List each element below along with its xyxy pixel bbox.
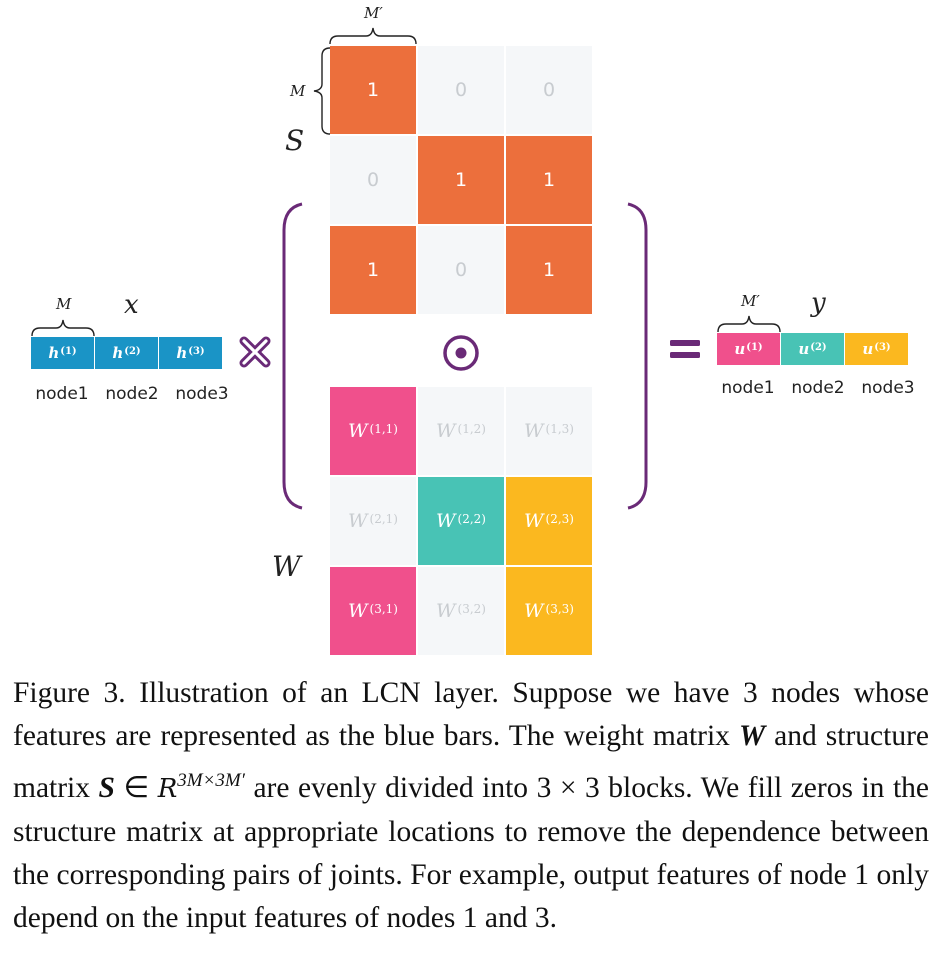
- weight-matrix-label: W: [272, 550, 301, 583]
- caption-part-1: Figure 3. Illustration of an LCN layer. …: [13, 677, 929, 753]
- output-node-label-2: node2: [791, 378, 845, 398]
- left-bracket: [282, 202, 303, 510]
- input-segment-3: h(3): [159, 337, 222, 369]
- hadamard-product-icon: [443, 335, 479, 371]
- w-cell-1-1: W(1,1): [330, 387, 416, 475]
- input-width-label: M: [56, 295, 72, 313]
- caption-weight-symbol: W: [738, 720, 766, 753]
- output-vector-label: y: [811, 288, 826, 318]
- w-cell-2-3: W(2,3): [506, 477, 592, 565]
- caption-part-2: and structure matrix: [13, 720, 929, 804]
- input-segment-2: h(2): [95, 337, 158, 369]
- w-cell-3-3: W(3,3): [506, 567, 592, 655]
- output-segment-2: u(2): [781, 333, 844, 365]
- output-width-label: M′: [741, 292, 760, 310]
- row-brace: [313, 47, 331, 135]
- w-cell-3-1: W(3,1): [330, 567, 416, 655]
- caption-in-symbol: ∈: [114, 771, 158, 804]
- caption-dimension-superscript: 3M×3M′: [177, 769, 245, 791]
- s-cell-1-3: 0: [506, 46, 592, 134]
- s-cell-3-1: 1: [330, 226, 416, 314]
- input-segment-1: h(1): [31, 337, 94, 369]
- input-node-label-3: node3: [175, 384, 229, 404]
- input-node-label-1: node1: [35, 384, 89, 404]
- s-cell-3-2: 0: [418, 226, 504, 314]
- s-cell-1-1: 1: [330, 46, 416, 134]
- structure-matrix-label: S: [285, 124, 305, 157]
- structure-matrix-col-label: M′: [364, 4, 383, 22]
- input-brace: [31, 319, 95, 337]
- output-brace: [717, 315, 781, 333]
- s-cell-2-1: 0: [330, 136, 416, 224]
- w-cell-1-3: W(1,3): [506, 387, 592, 475]
- multiply-icon: [239, 336, 271, 368]
- w-cell-2-1: W(2,1): [330, 477, 416, 565]
- w-cell-2-2: W(2,2): [418, 477, 504, 565]
- output-node-label-1: node1: [721, 378, 775, 398]
- output-segment-3: u(3): [845, 333, 908, 365]
- col-brace: [329, 27, 417, 45]
- output-segment-1: u(1): [717, 333, 780, 365]
- w-cell-3-2: W(3,2): [418, 567, 504, 655]
- structure-matrix-row-label: M: [290, 82, 306, 100]
- s-cell-1-2: 0: [418, 46, 504, 134]
- s-cell-3-3: 1: [506, 226, 592, 314]
- s-cell-2-2: 1: [418, 136, 504, 224]
- caption-part-3: are evenly divided into 3 × 3 blocks. We…: [13, 771, 929, 935]
- w-cell-1-2: W(1,2): [418, 387, 504, 475]
- equals-icon: [670, 340, 700, 358]
- right-bracket: [627, 202, 648, 510]
- figure-caption: Figure 3. Illustration of an LCN layer. …: [13, 672, 929, 941]
- caption-real-space-symbol: R: [157, 773, 178, 804]
- input-node-label-2: node2: [105, 384, 159, 404]
- caption-structure-symbol: S: [98, 771, 115, 804]
- input-vector-label: x: [124, 290, 139, 320]
- output-node-label-3: node3: [861, 378, 915, 398]
- s-cell-2-3: 1: [506, 136, 592, 224]
